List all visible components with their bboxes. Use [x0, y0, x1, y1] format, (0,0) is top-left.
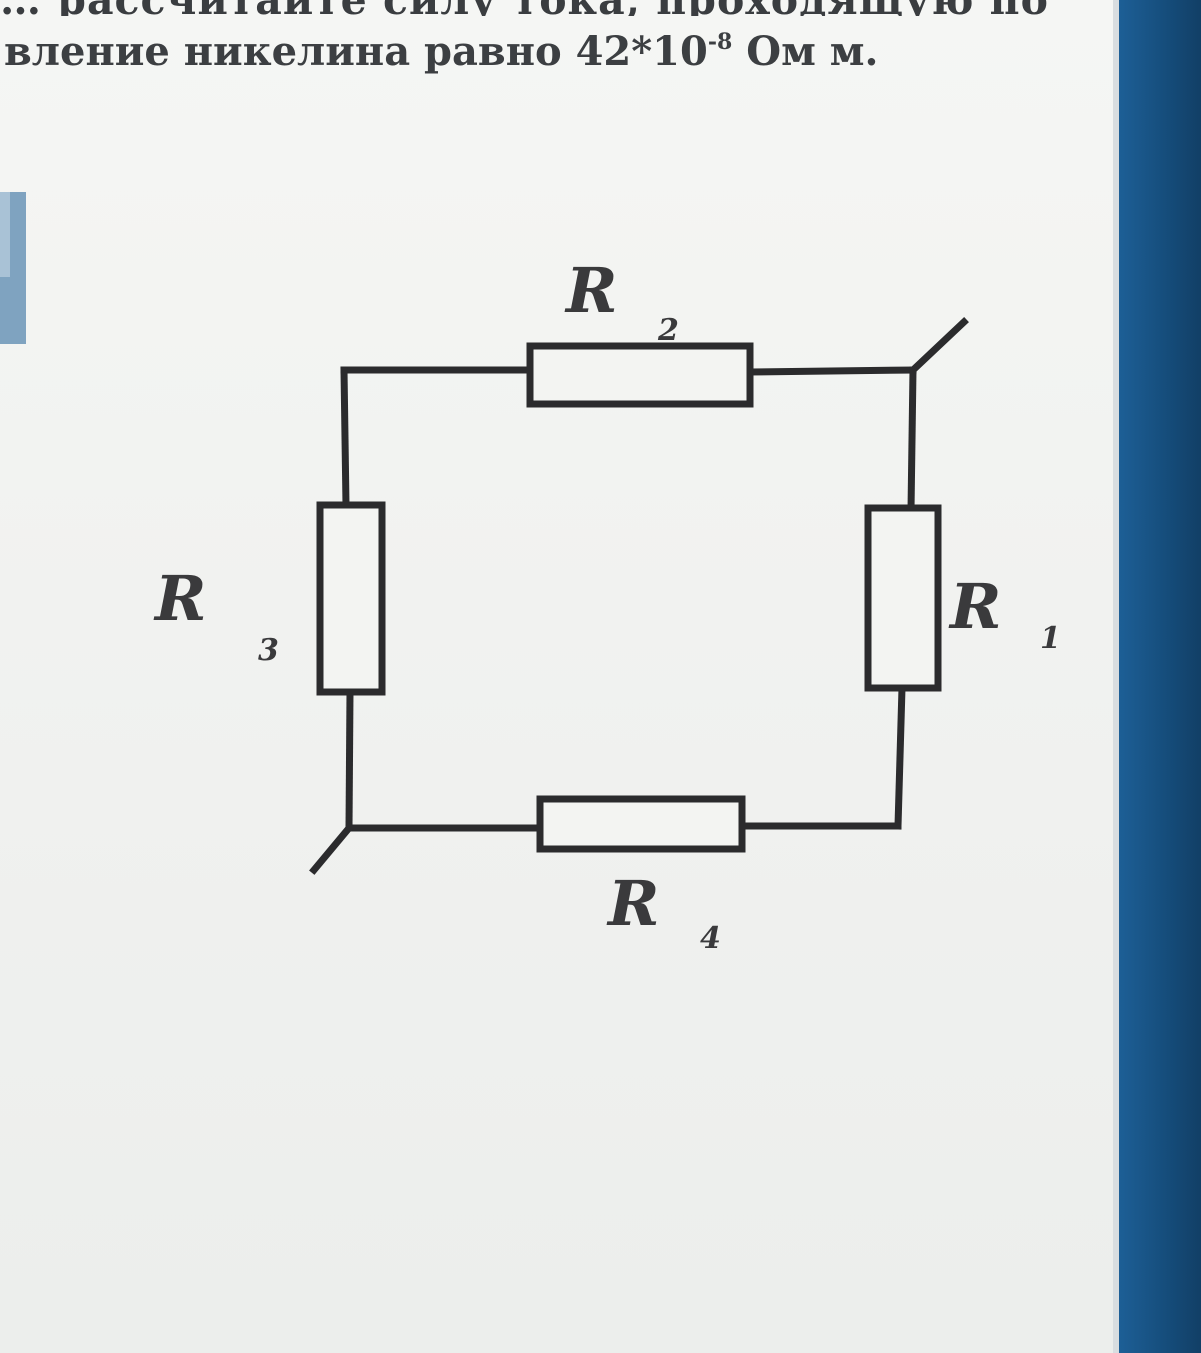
text-after-exponent: Ом м. [732, 28, 879, 75]
label-r4: R 4 [606, 867, 721, 956]
label-r2: R 2 [564, 254, 679, 348]
svg-text:R: R [564, 254, 618, 327]
terminal-lead-top [908, 317, 969, 375]
resistor-r2 [526, 342, 754, 408]
resistor-r4 [536, 795, 746, 853]
resistor-r3 [316, 501, 386, 696]
wire-left-upper [340, 366, 350, 509]
wire-left-lower [345, 688, 354, 832]
partial-text-line: … рассчитайте силу тока, проходящую по [0, 0, 1110, 16]
terminal-lead-bottom [309, 823, 354, 875]
svg-text:R: R [153, 562, 207, 635]
wire-right-upper [907, 366, 917, 514]
label-r1: R 1 [948, 570, 1061, 656]
svg-text:2: 2 [657, 313, 679, 348]
label-r3: R 3 [153, 562, 279, 668]
svg-text:4: 4 [700, 921, 721, 956]
svg-text:1: 1 [1040, 621, 1061, 656]
problem-text-line: вление никелина равно 42*10-8 Ом м. [4, 28, 878, 75]
window-edge [1113, 0, 1119, 1353]
wire-top-right [746, 366, 917, 376]
window-side-panel [1119, 0, 1201, 1353]
resistor-r1 [864, 504, 942, 692]
svg-text:R: R [606, 867, 660, 940]
wire-right-lower [894, 684, 906, 830]
exponent: -8 [707, 29, 733, 55]
text-before-exponent: вление никелина равно 42*10 [4, 28, 708, 75]
left-margin-marker-notch [0, 192, 10, 277]
svg-text:3: 3 [258, 633, 279, 668]
svg-text:R: R [948, 570, 1002, 643]
